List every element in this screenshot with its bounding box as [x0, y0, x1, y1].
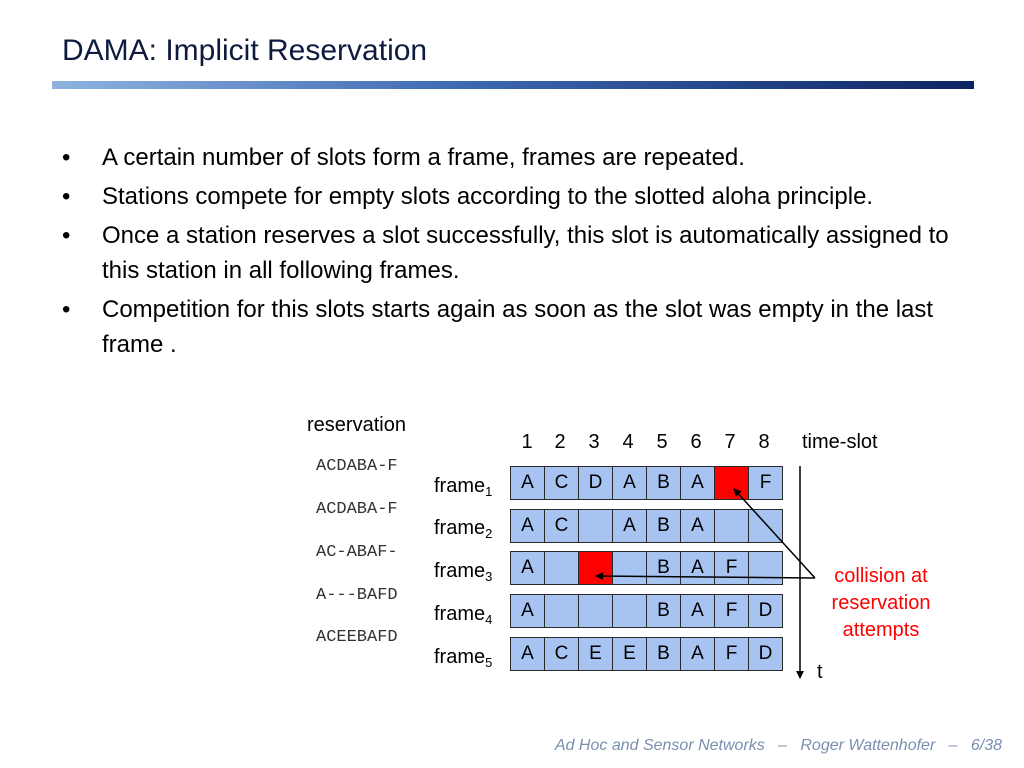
slot-cell: E — [612, 637, 647, 671]
collision-arrow-upper — [733, 488, 816, 579]
frame-label-2: frame2 — [434, 517, 493, 541]
frame-label-1: frame1 — [434, 475, 493, 499]
bullet-dot: • — [62, 296, 71, 323]
frame-row-4: A B A F D — [510, 594, 783, 628]
collision-arrow-lower — [595, 572, 816, 581]
slot-cell: C — [544, 466, 579, 500]
bullet-item: • Competition for this slots starts again… — [62, 292, 972, 362]
slot-number-4: 4 — [622, 431, 634, 453]
bullet-text: A certain number of slots form a frame, … — [102, 144, 745, 171]
reservation-string-1: ACDABA-F — [316, 457, 398, 476]
slot-cell — [714, 509, 749, 543]
slot-cell — [578, 509, 613, 543]
slot-cell: E — [578, 637, 613, 671]
slot-number-7: 7 — [724, 431, 736, 453]
frame-label-5: frame5 — [434, 646, 493, 670]
frame-row-5: A C E E B A F D — [510, 637, 783, 671]
slot-cell: C — [544, 637, 579, 671]
title-underline-bar — [52, 81, 974, 89]
slot-cell — [612, 594, 647, 628]
slot-cell: A — [680, 466, 715, 500]
slot-number-8: 8 — [758, 431, 770, 453]
reservation-heading: reservation — [307, 414, 406, 436]
bullet-list: • A certain number of slots form a frame,… — [62, 140, 972, 366]
slot-number-5: 5 — [656, 431, 668, 453]
slot-cell — [748, 509, 783, 543]
slot-cell — [544, 551, 579, 585]
slot-cell: F — [748, 466, 783, 500]
slide-title: DAMA: Implicit Reservation — [62, 34, 428, 67]
slot-cell: D — [578, 466, 613, 500]
bullet-item: • Once a station reserves a slot successf… — [62, 218, 972, 288]
time-slot-label: time-slot — [802, 431, 878, 453]
bullet-item: • Stations compete for empty slots accord… — [62, 179, 972, 214]
bullet-text: Stations compete for empty slots accordi… — [102, 183, 874, 210]
slot-number-6: 6 — [690, 431, 702, 453]
slot-cell: A — [510, 637, 545, 671]
slot-cell — [578, 594, 613, 628]
slot-cell: B — [646, 551, 681, 585]
slot-number-2: 2 — [554, 431, 566, 453]
bullet-text: Once a station reserves a slot successfu… — [102, 222, 949, 284]
slot-cell: B — [646, 509, 681, 543]
slot-cell: A — [680, 551, 715, 585]
collision-annotation: collision at reservation attempts — [831, 565, 931, 641]
footer-course: Ad Hoc and Sensor Networks — [554, 737, 765, 754]
slot-cell — [748, 551, 783, 585]
footer-separator: – — [948, 737, 958, 754]
bullet-dot: • — [62, 144, 71, 171]
slot-cell: D — [748, 637, 783, 671]
slot-cell: F — [714, 551, 749, 585]
footer-page-number: 6/38 — [970, 737, 1002, 754]
frame-label-4: frame4 — [434, 603, 493, 627]
slot-cell: A — [612, 466, 647, 500]
slot-number-3: 3 — [588, 431, 600, 453]
frame-row-1: A C D A B A F — [510, 466, 783, 500]
collision-slot-cell — [714, 466, 749, 500]
slot-number-1: 1 — [521, 431, 533, 453]
slot-cell: D — [748, 594, 783, 628]
footer-author: Roger Wattenhofer — [800, 737, 936, 754]
bullet-dot: • — [62, 183, 71, 210]
slot-cell: A — [680, 509, 715, 543]
reservation-string-3: AC-ABAF- — [316, 543, 398, 562]
time-axis-label: t — [817, 661, 823, 683]
reservation-string-2: ACDABA-F — [316, 500, 398, 519]
slot-cell: B — [646, 637, 681, 671]
slot-cell: A — [680, 594, 715, 628]
slot-cell: A — [510, 594, 545, 628]
slot-cell: C — [544, 509, 579, 543]
slot-cell: A — [680, 637, 715, 671]
footer-separator: – — [778, 737, 788, 754]
bullet-item: • A certain number of slots form a frame,… — [62, 140, 972, 175]
bullet-dot: • — [62, 222, 71, 249]
frame-label-3: frame3 — [434, 560, 493, 584]
frame-row-2: A C A B A — [510, 509, 783, 543]
slide-footer: Ad Hoc and Sensor Networks – Roger Watte… — [555, 737, 1002, 755]
slot-cell: F — [714, 594, 749, 628]
bullet-text: Competition for this slots starts again … — [102, 296, 934, 358]
reservation-string-5: ACEEBAFD — [316, 628, 398, 647]
reservation-string-4: A---BAFD — [316, 586, 398, 605]
